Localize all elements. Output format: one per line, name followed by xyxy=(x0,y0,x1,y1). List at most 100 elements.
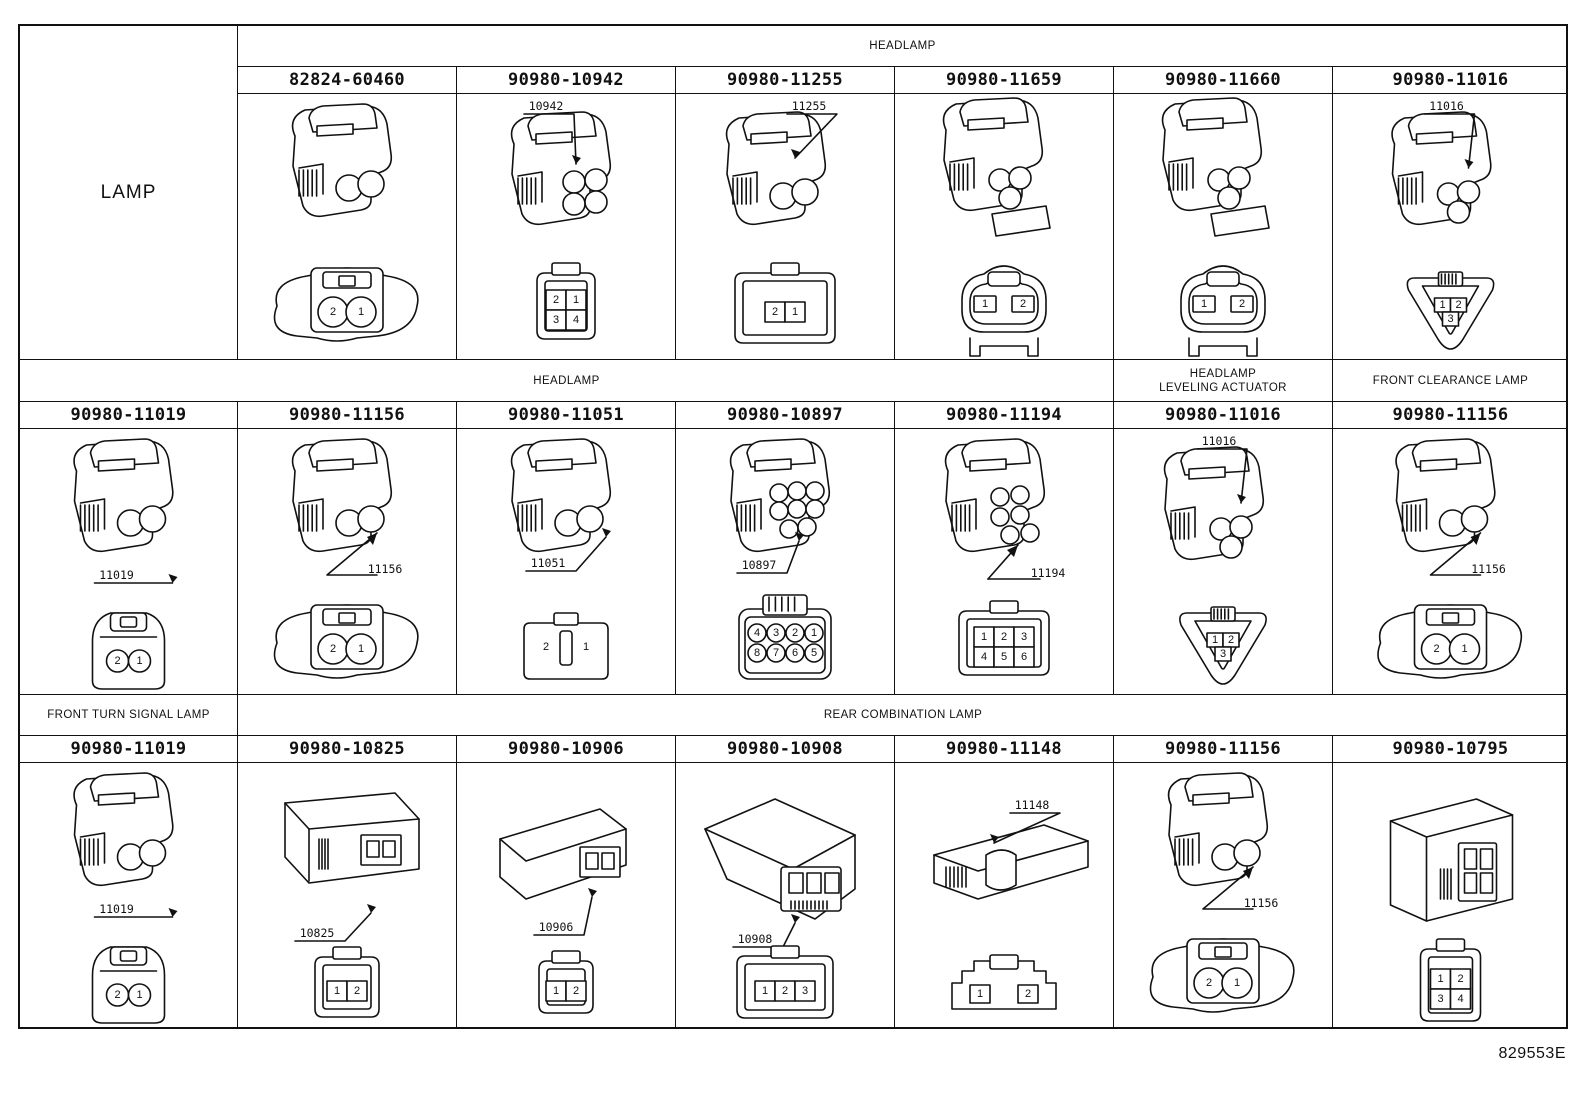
callout-code: 11019 xyxy=(99,568,134,582)
group-label: FRONT TURN SIGNAL LAMP xyxy=(20,695,238,736)
connector-table: LAMP HEADLAMP 82824-60460 90980-10942 90… xyxy=(18,24,1568,1029)
pin-number: 1 xyxy=(1439,299,1445,311)
connector-iso-view xyxy=(1161,97,1270,237)
callout-code: 11019 xyxy=(99,902,134,916)
pin-number: 1 xyxy=(358,306,364,318)
pin-number: 4 xyxy=(981,651,987,663)
callout-code: 10906 xyxy=(539,920,574,934)
pin-number: 2 xyxy=(782,985,788,997)
pin-number: 2 xyxy=(792,627,798,639)
callout-code: 11148 xyxy=(1015,798,1050,812)
connector-iso-view: 10906 xyxy=(499,808,627,936)
part-number: 90980-11051 xyxy=(457,402,676,429)
connector-iso-view: 11194 xyxy=(944,438,1065,580)
pin-number: 1 xyxy=(334,985,340,997)
part-number: 90980-11016 xyxy=(1114,402,1333,429)
callout-code: 11255 xyxy=(792,99,827,113)
pin-number: 1 xyxy=(1212,634,1218,646)
connector-iso-view: 11156 xyxy=(291,438,402,576)
pin-number: 3 xyxy=(1437,993,1443,1005)
part-number: 90980-10906 xyxy=(457,736,676,763)
pin-number: 2 xyxy=(1001,631,1007,643)
pin-number: 2 xyxy=(1206,977,1212,989)
pin-number: 1 xyxy=(1201,298,1207,310)
pin-number: 2 xyxy=(354,985,360,997)
pin-number: 2 xyxy=(1457,973,1463,985)
pin-number: 2 xyxy=(1228,634,1234,646)
pin-number: 2 xyxy=(1020,298,1026,310)
part-number: 90980-11148 xyxy=(895,736,1114,763)
pin-number: 6 xyxy=(1021,651,1027,663)
pin-number: 5 xyxy=(1001,651,1007,663)
pin-number: 2 xyxy=(1025,988,1031,1000)
pin-number: 1 xyxy=(981,631,987,643)
pin-number: 8 xyxy=(754,647,760,659)
pin-number: 1 xyxy=(762,985,768,997)
part-number: 90980-11660 xyxy=(1114,67,1333,94)
part-number: 90980-11255 xyxy=(676,67,895,94)
pin-number: 2 xyxy=(1455,299,1461,311)
pin-number: 1 xyxy=(136,989,142,1001)
connector-iso-view: 11019 xyxy=(73,438,178,584)
part-number: 90980-10897 xyxy=(676,402,895,429)
pin-number: 3 xyxy=(553,314,559,326)
pin-number: 1 xyxy=(1437,973,1443,985)
pin-number: 1 xyxy=(583,641,589,653)
connector-face-view: 1 2 3 xyxy=(736,945,834,1019)
connector-iso-view: 11016 xyxy=(1391,99,1492,226)
group-label: HEADLAMP LEVELING ACTUATOR xyxy=(1114,360,1333,402)
pin-number: 3 xyxy=(802,985,808,997)
part-number: 90980-10795 xyxy=(1333,736,1568,763)
pin-number: 2 xyxy=(1239,298,1245,310)
connector-iso-view: 11148 xyxy=(933,798,1089,900)
connector-drawing: 11148 1 2 xyxy=(895,763,1114,1029)
callout-code: 11016 xyxy=(1429,99,1464,113)
pin-number: 4 xyxy=(573,314,579,326)
connector-svg: 11148 1 2 xyxy=(933,798,1089,1010)
pin-number: 1 xyxy=(977,988,983,1000)
pin-number: 3 xyxy=(1220,648,1226,660)
connector-iso-view: 11156 xyxy=(1395,438,1506,576)
part-number: 90980-10908 xyxy=(676,736,895,763)
part-number: 90980-10942 xyxy=(457,67,676,94)
pin-number: 5 xyxy=(811,647,817,659)
callout-code: 11051 xyxy=(531,556,566,570)
group-label: HEADLAMP xyxy=(20,360,1114,402)
part-number: 82824-60460 xyxy=(238,67,457,94)
connector-iso-view: 11016 xyxy=(1163,434,1265,561)
pin-number: 2 xyxy=(1433,643,1439,655)
pin-number: 6 xyxy=(792,647,798,659)
part-number: 90980-11156 xyxy=(1333,402,1568,429)
pin-number: 2 xyxy=(114,655,120,667)
pin-number: 2 xyxy=(553,294,559,306)
pin-number: 7 xyxy=(773,647,779,659)
